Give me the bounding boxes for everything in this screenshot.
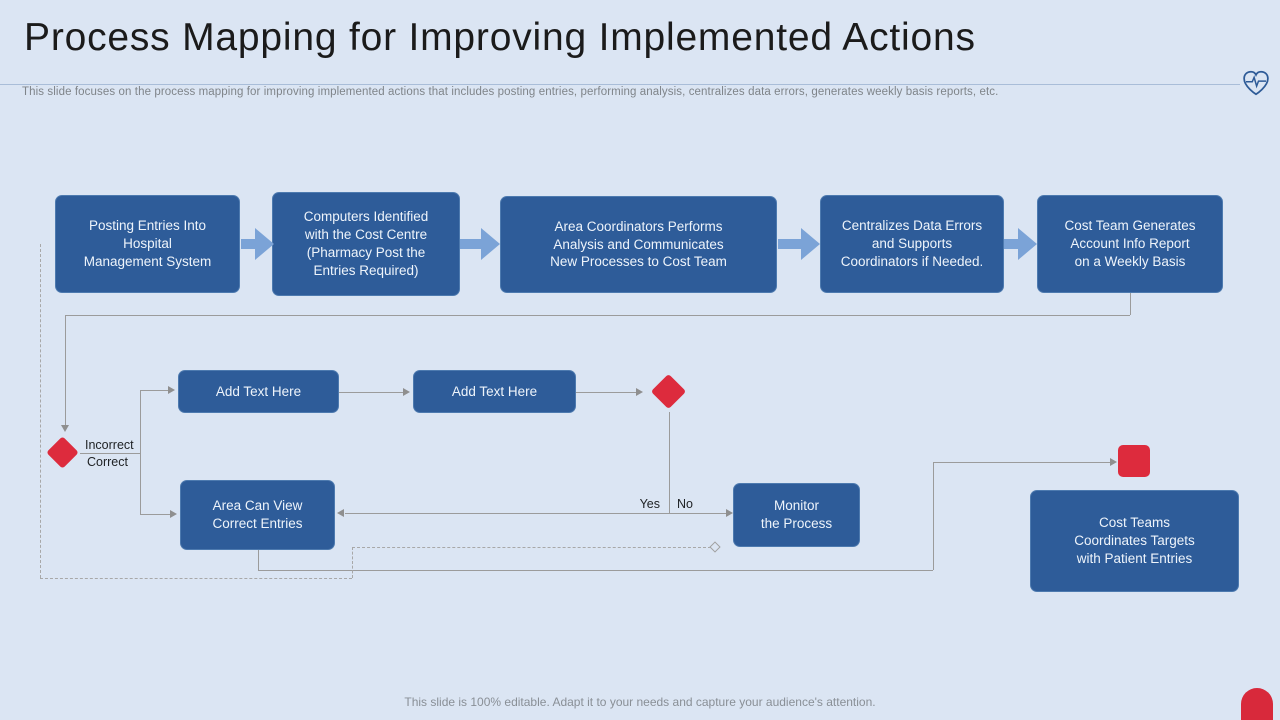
node-cost-teams-targets[interactable]: Cost Teams Coordinates Targets with Pati… bbox=[1030, 490, 1239, 592]
connector-line bbox=[576, 392, 636, 393]
title-divider bbox=[0, 84, 1240, 85]
label-correct: Correct bbox=[87, 455, 128, 469]
corner-accent-shape bbox=[1241, 688, 1273, 720]
connector-line bbox=[65, 315, 66, 425]
arrowhead-right-icon bbox=[1110, 458, 1117, 466]
connector-line bbox=[1130, 293, 1131, 315]
node-monitor-process[interactable]: Monitor the Process bbox=[733, 483, 860, 547]
connector-line bbox=[258, 570, 933, 571]
arrowhead-left-icon bbox=[337, 509, 344, 517]
red-terminator-square[interactable] bbox=[1118, 445, 1150, 477]
node-centralizes-errors[interactable]: Centralizes Data Errors and Supports Coo… bbox=[820, 195, 1004, 293]
arrowhead-right-icon bbox=[403, 388, 410, 396]
connector-line bbox=[140, 514, 170, 515]
node-computers-identified[interactable]: Computers Identified with the Cost Centr… bbox=[272, 192, 460, 296]
label-incorrect: Incorrect bbox=[85, 438, 134, 452]
connector-line bbox=[80, 453, 140, 454]
node-cost-team-report[interactable]: Cost Team Generates Account Info Report … bbox=[1037, 195, 1223, 293]
connector-line bbox=[933, 462, 1110, 463]
connector-line bbox=[140, 390, 141, 514]
arrowhead-right-icon bbox=[168, 386, 175, 394]
connector-line bbox=[65, 315, 1130, 316]
chevron-arrow-icon bbox=[1004, 228, 1037, 260]
footer-note: This slide is 100% editable. Adapt it to… bbox=[404, 695, 876, 709]
chevron-arrow-icon bbox=[778, 228, 820, 260]
node-area-can-view[interactable]: Area Can View Correct Entries bbox=[180, 480, 335, 550]
decision-diamond-yes-no[interactable] bbox=[650, 373, 687, 410]
dashed-connector-line bbox=[40, 244, 41, 578]
heart-pulse-icon bbox=[1241, 69, 1271, 102]
connector-line bbox=[339, 392, 403, 393]
connector-line bbox=[345, 513, 728, 514]
label-no: No bbox=[677, 497, 693, 511]
dashed-connector-line bbox=[352, 547, 353, 578]
slide-subtitle: This slide focuses on the process mappin… bbox=[22, 86, 999, 98]
chevron-arrow-icon bbox=[460, 228, 500, 260]
node-posting-entries[interactable]: Posting Entries Into Hospital Management… bbox=[55, 195, 240, 293]
page-title: Process Mapping for Improving Implemente… bbox=[24, 16, 976, 59]
connector-line bbox=[933, 462, 934, 570]
arrowhead-right-icon bbox=[726, 509, 733, 517]
open-diamond-terminator-icon bbox=[709, 541, 721, 553]
label-yes: Yes bbox=[639, 497, 660, 511]
decision-diamond-correct[interactable] bbox=[46, 436, 79, 469]
node-add-text-2[interactable]: Add Text Here bbox=[413, 370, 576, 413]
arrowhead-down-icon bbox=[61, 425, 69, 432]
node-add-text-1[interactable]: Add Text Here bbox=[178, 370, 339, 413]
dashed-connector-line bbox=[40, 578, 352, 579]
arrowhead-right-icon bbox=[170, 510, 177, 518]
arrowhead-right-icon bbox=[636, 388, 643, 396]
connector-line bbox=[258, 550, 259, 570]
chevron-arrow-icon bbox=[241, 228, 274, 260]
node-area-coordinators[interactable]: Area Coordinators Performs Analysis and … bbox=[500, 196, 777, 293]
connector-line bbox=[140, 390, 168, 391]
connector-line bbox=[669, 412, 670, 513]
dashed-connector-line bbox=[352, 547, 711, 548]
